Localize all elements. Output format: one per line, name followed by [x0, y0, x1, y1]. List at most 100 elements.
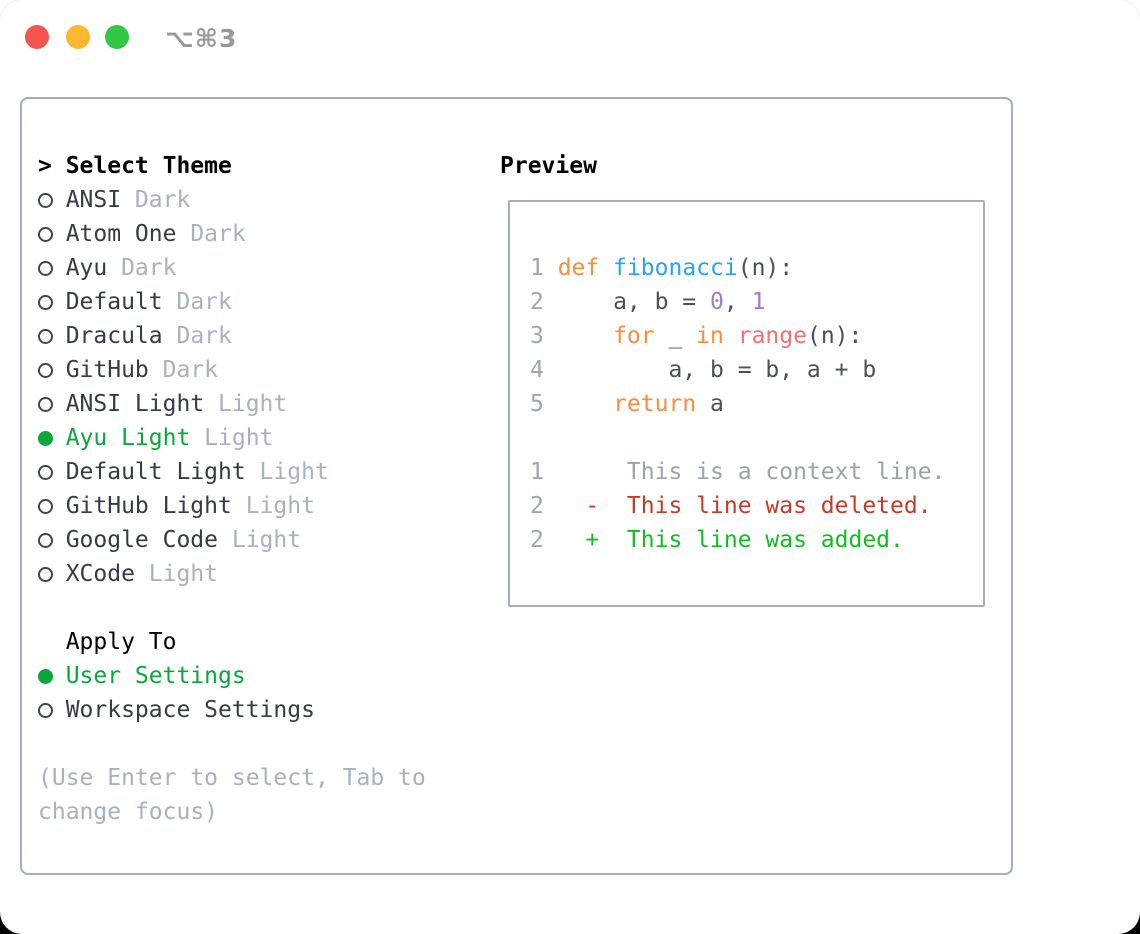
code-segment: a, b = b, a + b: [557, 357, 877, 383]
code-line: 1 This is a context line.: [530, 455, 983, 489]
radio-unselected-icon: [38, 703, 53, 718]
code-segment: [599, 255, 613, 281]
theme-option-atom-one[interactable]: Atom One Dark: [38, 217, 488, 251]
close-button[interactable]: [25, 25, 49, 49]
code-segment: in: [696, 323, 724, 349]
option-label: Default: [65, 289, 163, 315]
radio-unselected-icon: [38, 499, 53, 514]
line-number: 4: [530, 357, 544, 383]
option-label: Google Code: [65, 527, 219, 553]
code-line: 2 + This line was added.: [530, 523, 983, 557]
theme-variant-badge: Dark: [176, 323, 232, 349]
theme-variant-badge: Dark: [176, 289, 232, 315]
theme-variant-badge: Light: [204, 425, 274, 451]
theme-variant-badge: Dark: [162, 357, 219, 383]
code-segment: range: [737, 323, 807, 349]
option-label: ANSI: [65, 187, 122, 213]
theme-variant-badge: Dark: [190, 221, 246, 247]
code-line: 3 for _ in range(n):: [530, 319, 983, 353]
code-segment: for: [613, 323, 655, 349]
option-label: GitHub Light: [65, 493, 232, 519]
option-label: XCode: [65, 561, 135, 587]
code-segment: return: [613, 391, 697, 417]
code-segment: _: [654, 323, 697, 349]
code-segment: 0: [710, 289, 724, 315]
radio-unselected-icon: [38, 567, 53, 582]
code-segment: [558, 391, 613, 417]
focus-caret: >: [38, 153, 52, 179]
spacer: [38, 727, 488, 761]
radio-unselected-icon: [38, 363, 53, 378]
theme-variant-badge: Dark: [121, 255, 177, 281]
help-hint: (Use Enter to select, Tab to change focus…: [38, 761, 488, 829]
apply-to-label: Apply To: [65, 629, 177, 655]
radio-selected-icon: [38, 431, 53, 446]
option-label: Atom One: [65, 221, 177, 247]
code-segment: fibonacci: [613, 255, 738, 281]
code-segment: [724, 323, 738, 349]
theme-variant-badge: Light: [231, 527, 302, 553]
select-theme-header-label: Select Theme: [65, 153, 232, 179]
code-line: 4 a, b = b, a + b: [530, 353, 983, 387]
keyboard-shortcut-label: ⌥⌘3: [165, 24, 238, 53]
theme-option-default[interactable]: Default Dark: [38, 285, 488, 319]
line-number: 5: [530, 391, 544, 417]
theme-option-github[interactable]: GitHub Dark: [38, 353, 488, 387]
code-segment: This is a context line.: [557, 459, 946, 485]
option-label: Default Light: [65, 459, 246, 485]
option-label: GitHub: [65, 357, 149, 383]
theme-variant-badge: Light: [218, 391, 288, 417]
theme-option-google-code[interactable]: Google Code Light: [38, 523, 488, 557]
code-segment: - This line was deleted.: [585, 493, 932, 519]
apply-option-workspace-settings[interactable]: Workspace Settings: [38, 693, 488, 727]
hint-line: (Use Enter to select, Tab to: [38, 765, 426, 791]
theme-option-ayu[interactable]: Ayu Dark: [38, 251, 488, 285]
radio-unselected-icon: [38, 329, 53, 344]
option-label: Ayu: [65, 255, 108, 281]
preview-header: Preview: [500, 153, 597, 179]
theme-option-dracula[interactable]: Dracula Dark: [38, 319, 488, 353]
code-segment: a: [696, 391, 724, 417]
minimize-button[interactable]: [66, 25, 90, 49]
apply-to-header: Apply To: [38, 625, 488, 659]
theme-option-default-light[interactable]: Default Light Light: [38, 455, 488, 489]
code-segment: (n):: [806, 323, 863, 349]
code-segment: (n):: [737, 255, 794, 281]
theme-variant-badge: Dark: [134, 187, 191, 213]
code-segment: 1: [751, 289, 766, 315]
option-label: Dracula: [65, 323, 163, 349]
hint-line: change focus): [38, 799, 219, 825]
code-segment: def: [557, 255, 600, 281]
line-number: 2: [530, 289, 544, 315]
radio-unselected-icon: [38, 533, 53, 548]
option-label: Workspace Settings: [65, 697, 315, 723]
zoom-button[interactable]: [105, 25, 129, 49]
code-segment: [558, 527, 586, 553]
code-line: [530, 421, 983, 455]
radio-unselected-icon: [38, 397, 53, 412]
line-number: 2: [530, 493, 544, 519]
apply-option-user-settings[interactable]: User Settings: [38, 659, 488, 693]
radio-unselected-icon: [38, 295, 53, 310]
code-segment: ,: [723, 289, 752, 315]
radio-unselected-icon: [38, 465, 53, 480]
theme-variant-badge: Light: [259, 459, 329, 485]
close-dot-icon: [33, 33, 42, 42]
select-theme-header: > Select Theme: [38, 149, 488, 183]
code-line: 2 - This line was deleted.: [530, 489, 983, 523]
radio-unselected-icon: [38, 193, 53, 208]
code-line: 5 return a: [530, 387, 983, 421]
radio-selected-icon: [38, 669, 53, 684]
theme-option-ansi[interactable]: ANSI Dark: [38, 183, 488, 217]
code-line: 2 a, b = 0, 1: [530, 285, 983, 319]
